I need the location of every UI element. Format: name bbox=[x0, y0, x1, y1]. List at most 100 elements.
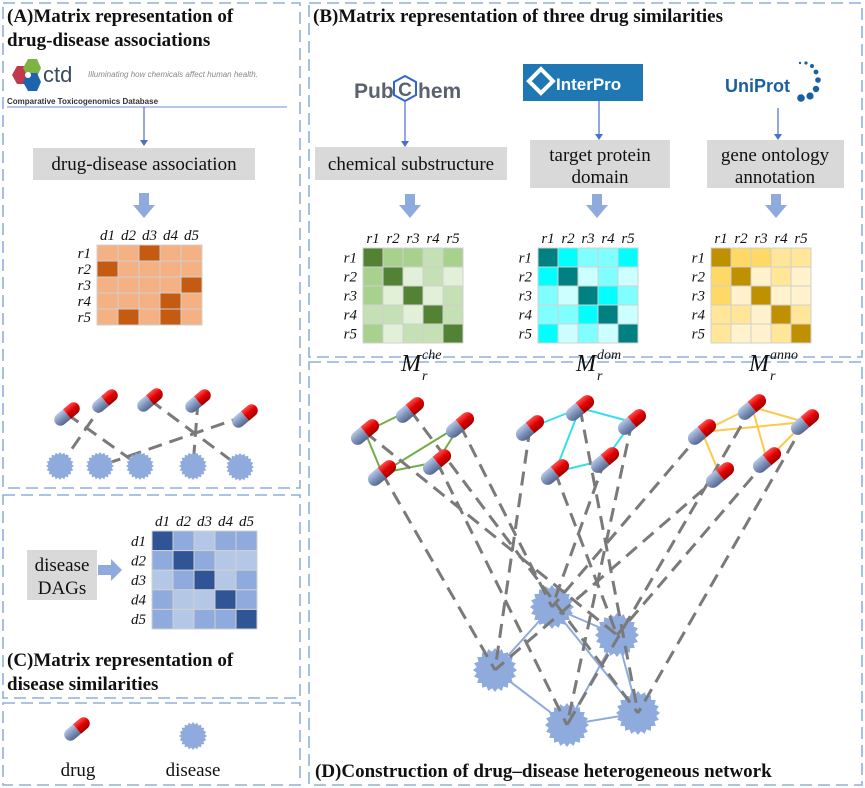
column-label: d1 bbox=[155, 514, 170, 530]
matrix-cell bbox=[557, 323, 579, 344]
matrix-cell bbox=[710, 266, 732, 287]
matrix-cell bbox=[790, 285, 812, 306]
matrix-symbol: M bbox=[748, 351, 771, 377]
column-label: r5 bbox=[794, 231, 808, 247]
row-label: d2 bbox=[131, 553, 147, 569]
matrix-cell bbox=[138, 308, 161, 326]
drug-node bbox=[443, 409, 477, 441]
matrix-cell bbox=[214, 550, 237, 571]
disease-dags-label-2: DAGs bbox=[38, 578, 87, 599]
chemical-similarity-edge bbox=[364, 431, 383, 474]
row-label: r4 bbox=[344, 308, 358, 324]
heterogeneous-network bbox=[348, 391, 822, 747]
column-label: r3 bbox=[754, 231, 767, 247]
matrix-cell bbox=[138, 244, 161, 262]
matrix-cell bbox=[151, 550, 174, 571]
matrix-cell bbox=[193, 569, 216, 591]
matrix-cell bbox=[172, 608, 195, 630]
legend-disease-label: disease bbox=[166, 760, 221, 781]
annotation-similarity-edge bbox=[701, 421, 806, 433]
column-label: d2 bbox=[176, 514, 192, 530]
matrix-cell bbox=[750, 304, 772, 325]
disease-node bbox=[86, 452, 114, 480]
matrix-superscript: anno bbox=[770, 348, 798, 363]
matrix-cell bbox=[193, 530, 216, 552]
disease-node bbox=[46, 452, 74, 480]
row-label: r1 bbox=[78, 246, 91, 262]
matrix-cell bbox=[382, 323, 404, 344]
drug-node bbox=[685, 416, 719, 448]
matrix-cell bbox=[96, 276, 119, 294]
matrix-cell bbox=[172, 569, 195, 591]
matrix-cell bbox=[577, 247, 599, 268]
matrix-cell bbox=[402, 285, 424, 306]
matrix-cell bbox=[577, 285, 599, 306]
association-edge bbox=[66, 412, 141, 468]
column-label: r2 bbox=[734, 231, 748, 247]
matrix-cell bbox=[138, 292, 161, 310]
matrix-cell bbox=[770, 247, 792, 268]
matrix-cell bbox=[117, 276, 140, 294]
disease-node bbox=[226, 453, 254, 481]
chemical-substructure-label: chemical substructure bbox=[328, 154, 494, 175]
matrix-symbol: M bbox=[400, 351, 423, 377]
matrix-cell bbox=[597, 247, 619, 268]
column-label: r4 bbox=[601, 231, 615, 247]
gene-ontology-box bbox=[707, 140, 844, 188]
drug-node bbox=[229, 401, 261, 431]
matrix-cell bbox=[402, 247, 424, 268]
matrix-cell bbox=[597, 266, 619, 287]
matrix-cell bbox=[557, 266, 579, 287]
drug-node bbox=[513, 412, 547, 444]
matrix-cell bbox=[193, 608, 216, 630]
drug-node bbox=[588, 444, 622, 476]
association-box-label: drug-disease association bbox=[51, 154, 237, 175]
matrix-cell bbox=[235, 608, 258, 630]
matrix-cell bbox=[172, 530, 195, 552]
row-label: r3 bbox=[344, 289, 357, 305]
matrix-cell bbox=[710, 285, 732, 306]
matrix-cell bbox=[442, 285, 464, 306]
matrix-cell bbox=[442, 247, 464, 268]
matrix-cell bbox=[750, 247, 772, 268]
matrix-cell bbox=[180, 292, 203, 310]
matrix-cell bbox=[442, 266, 464, 287]
matrix-cell bbox=[790, 247, 812, 268]
matrix-cell bbox=[180, 260, 203, 278]
drug-node bbox=[348, 416, 382, 448]
matrix-cell bbox=[577, 304, 599, 325]
down-arrow-icons bbox=[399, 194, 787, 218]
matrix-cell bbox=[402, 323, 424, 344]
matrix-superscript: che bbox=[422, 348, 441, 363]
matrix-subscript: r bbox=[422, 369, 428, 384]
column-label: d4 bbox=[218, 514, 234, 530]
ctd-tagline: Illuminating how chemicals affect human … bbox=[88, 70, 258, 79]
matrix-cell bbox=[96, 244, 119, 262]
column-label: r3 bbox=[406, 231, 419, 247]
matrix-cell bbox=[617, 304, 639, 325]
panel-d-border bbox=[308, 361, 863, 786]
panel-c-title-line1: (C)Matrix representation of bbox=[7, 650, 234, 671]
drug-node bbox=[51, 399, 83, 429]
matrix-cell bbox=[159, 292, 182, 310]
drug-legend-icon bbox=[61, 714, 93, 744]
drug-node bbox=[365, 457, 399, 489]
matrix-cell bbox=[151, 569, 174, 591]
drug-node bbox=[538, 456, 572, 488]
svg-text:C: C bbox=[398, 80, 412, 101]
matrix-cell bbox=[710, 323, 732, 344]
matrix-cell bbox=[730, 285, 752, 306]
matrix-cell bbox=[770, 304, 792, 325]
matrix-cell bbox=[790, 304, 812, 325]
matrix-cell bbox=[382, 247, 404, 268]
panel-c-border bbox=[2, 494, 301, 699]
row-label: r4 bbox=[519, 308, 533, 324]
matrix-cell bbox=[730, 247, 752, 268]
disease-legend-shape bbox=[179, 722, 207, 750]
column-label: r1 bbox=[541, 231, 554, 247]
matrix-cell bbox=[442, 304, 464, 325]
domain-similarity-edge bbox=[579, 407, 633, 423]
interpro-logo: InterPro bbox=[523, 64, 643, 101]
matrix-cell bbox=[382, 266, 404, 287]
